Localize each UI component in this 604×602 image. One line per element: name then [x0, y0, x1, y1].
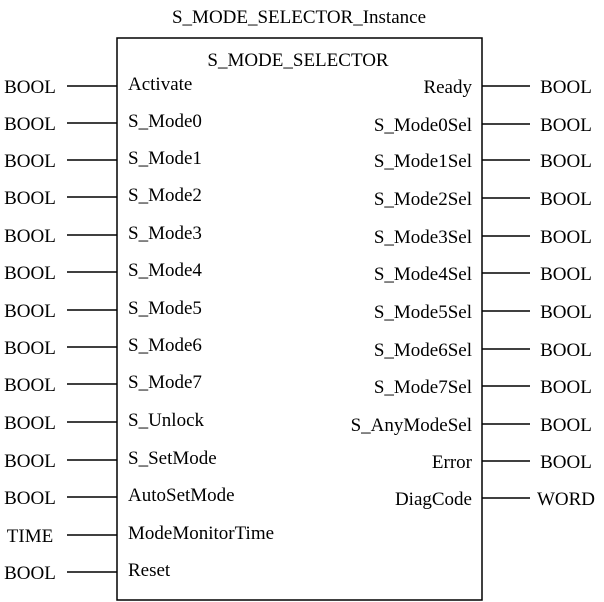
input-type: BOOL — [4, 375, 56, 396]
output-pin: S_Mode1Sel BOOL — [374, 151, 592, 172]
input-name: S_Mode0 — [128, 111, 202, 132]
input-pin: BOOL S_Mode6 — [4, 335, 202, 359]
input-name: S_Mode6 — [128, 335, 202, 356]
input-pin: BOOL AutoSetMode — [4, 485, 234, 509]
output-pin: S_Mode3Sel BOOL — [374, 227, 592, 248]
instance-name: S_MODE_SELECTOR_Instance — [172, 7, 426, 28]
input-type: BOOL — [4, 188, 56, 209]
output-type: BOOL — [540, 189, 592, 210]
input-pin: BOOL S_Mode0 — [4, 111, 202, 135]
output-name: DiagCode — [395, 489, 472, 510]
input-name: S_Mode7 — [128, 372, 202, 393]
output-name: S_Mode3Sel — [374, 227, 472, 248]
output-type: BOOL — [540, 264, 592, 285]
input-name: S_SetMode — [128, 448, 217, 469]
input-type: BOOL — [4, 451, 56, 472]
output-pin: DiagCode WORD — [395, 489, 595, 510]
output-pin: S_Mode5Sel BOOL — [374, 302, 592, 323]
input-name: S_Mode1 — [128, 148, 202, 169]
input-pin: BOOL Reset — [4, 560, 171, 584]
output-pin: S_AnyModeSel BOOL — [351, 415, 592, 436]
input-pin: TIME ModeMonitorTime — [7, 523, 274, 547]
output-name: S_Mode1Sel — [374, 151, 472, 172]
input-pin: BOOL S_Unlock — [4, 410, 204, 434]
input-type: BOOL — [4, 114, 56, 135]
input-type: BOOL — [4, 77, 56, 98]
input-name: S_Mode5 — [128, 298, 202, 319]
output-type: BOOL — [540, 227, 592, 248]
output-pin: S_Mode0Sel BOOL — [374, 115, 592, 136]
output-name: S_Mode5Sel — [374, 302, 472, 323]
input-name: Reset — [128, 560, 171, 581]
input-type: BOOL — [4, 413, 56, 434]
output-name: S_Mode7Sel — [374, 377, 472, 398]
output-type: BOOL — [540, 77, 592, 98]
block-type-name: S_MODE_SELECTOR — [207, 50, 389, 71]
output-type: BOOL — [540, 377, 592, 398]
output-pin: S_Mode2Sel BOOL — [374, 189, 592, 210]
input-name: S_Unlock — [128, 410, 205, 431]
input-pin: BOOL S_Mode4 — [4, 260, 202, 284]
output-pin: S_Mode6Sel BOOL — [374, 340, 592, 361]
output-name: S_Mode0Sel — [374, 115, 472, 136]
output-name: S_Mode6Sel — [374, 340, 472, 361]
input-name: ModeMonitorTime — [128, 523, 274, 544]
input-pin: BOOL S_Mode3 — [4, 223, 202, 247]
output-pin: S_Mode4Sel BOOL — [374, 264, 592, 285]
output-name: Error — [432, 452, 473, 473]
input-pin: BOOL S_SetMode — [4, 448, 217, 472]
output-type: BOOL — [540, 151, 592, 172]
input-name: S_Mode2 — [128, 185, 202, 206]
input-pin: BOOL S_Mode1 — [4, 148, 202, 172]
output-name: S_AnyModeSel — [351, 415, 472, 436]
output-type: BOOL — [540, 452, 592, 473]
input-type: BOOL — [4, 263, 56, 284]
output-type: BOOL — [540, 340, 592, 361]
input-type: BOOL — [4, 301, 56, 322]
input-type: BOOL — [4, 563, 56, 584]
output-pin: Error BOOL — [432, 452, 592, 473]
output-pin: Ready BOOL — [423, 77, 591, 98]
input-name: S_Mode4 — [128, 260, 202, 281]
input-pin: BOOL Activate — [4, 74, 192, 98]
input-name: AutoSetMode — [128, 485, 235, 506]
input-name: S_Mode3 — [128, 223, 202, 244]
input-type: BOOL — [4, 226, 56, 247]
input-type: TIME — [7, 526, 53, 547]
input-type: BOOL — [4, 488, 56, 509]
input-pin: BOOL S_Mode2 — [4, 185, 202, 209]
function-block-box — [116, 37, 483, 601]
output-name: Ready — [423, 77, 472, 98]
output-name: S_Mode4Sel — [374, 264, 472, 285]
input-pin: BOOL S_Mode5 — [4, 298, 202, 322]
output-name: S_Mode2Sel — [374, 189, 472, 210]
output-type: BOOL — [540, 415, 592, 436]
input-name: Activate — [128, 74, 192, 95]
output-pin: S_Mode7Sel BOOL — [374, 377, 592, 398]
output-type: WORD — [537, 489, 595, 510]
output-type: BOOL — [540, 302, 592, 323]
input-type: BOOL — [4, 338, 56, 359]
input-pin: BOOL S_Mode7 — [4, 372, 202, 396]
output-type: BOOL — [540, 115, 592, 136]
input-type: BOOL — [4, 151, 56, 172]
